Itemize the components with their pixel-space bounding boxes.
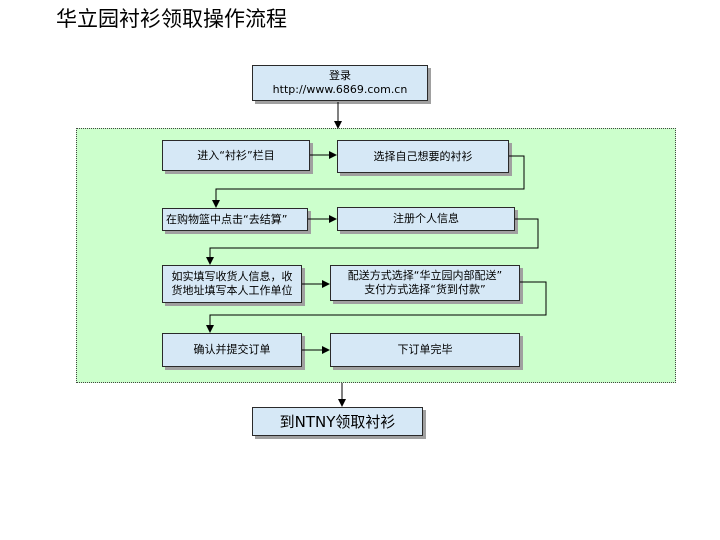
step-done: 下订单完毕	[330, 333, 520, 367]
step-collect: 到NTNY领取衬衫	[252, 407, 423, 436]
step-enter-section: 进入“衬衫”栏目	[162, 140, 310, 171]
step-fill-info-line2: 货地址填写本人工作单位	[171, 284, 293, 297]
step-click-checkout: 在购物篮中点击“去结算”	[162, 208, 308, 231]
step-login: 登录 http://www.6869.com.cn	[252, 65, 428, 101]
step-choose-shirt: 选择自己想要的衬衫	[337, 140, 509, 173]
step-login-label: 登录	[329, 69, 351, 82]
step-confirm: 确认并提交订单	[162, 333, 302, 367]
step-confirm-label: 确认并提交订单	[193, 343, 271, 356]
page-title: 华立园衬衫领取操作流程	[56, 7, 287, 31]
step-click-checkout-label: 在购物篮中点击“去结算”	[166, 212, 288, 226]
step-fill-info: 如实填写收货人信息，收 货地址填写本人工作单位	[162, 265, 302, 303]
step-done-label: 下订单完毕	[397, 343, 453, 356]
step-register-label: 注册个人信息	[393, 212, 459, 225]
step-choose-shirt-label: 选择自己想要的衬衫	[373, 149, 473, 163]
step-delivery-line2: 支付方式选择“货到付款”	[364, 283, 486, 296]
step-delivery: 配送方式选择“华立园内部配送” 支付方式选择“货到付款”	[330, 265, 520, 301]
step-register: 注册个人信息	[337, 207, 515, 231]
step-fill-info-line1: 如实填写收货人信息，收	[171, 270, 293, 283]
step-collect-label: 到NTNY领取衬衫	[279, 412, 396, 431]
step-enter-section-label: 进入“衬衫”栏目	[197, 148, 275, 162]
step-login-url: http://www.6869.com.cn	[272, 83, 408, 96]
step-delivery-line1: 配送方式选择“华立园内部配送”	[347, 269, 503, 282]
